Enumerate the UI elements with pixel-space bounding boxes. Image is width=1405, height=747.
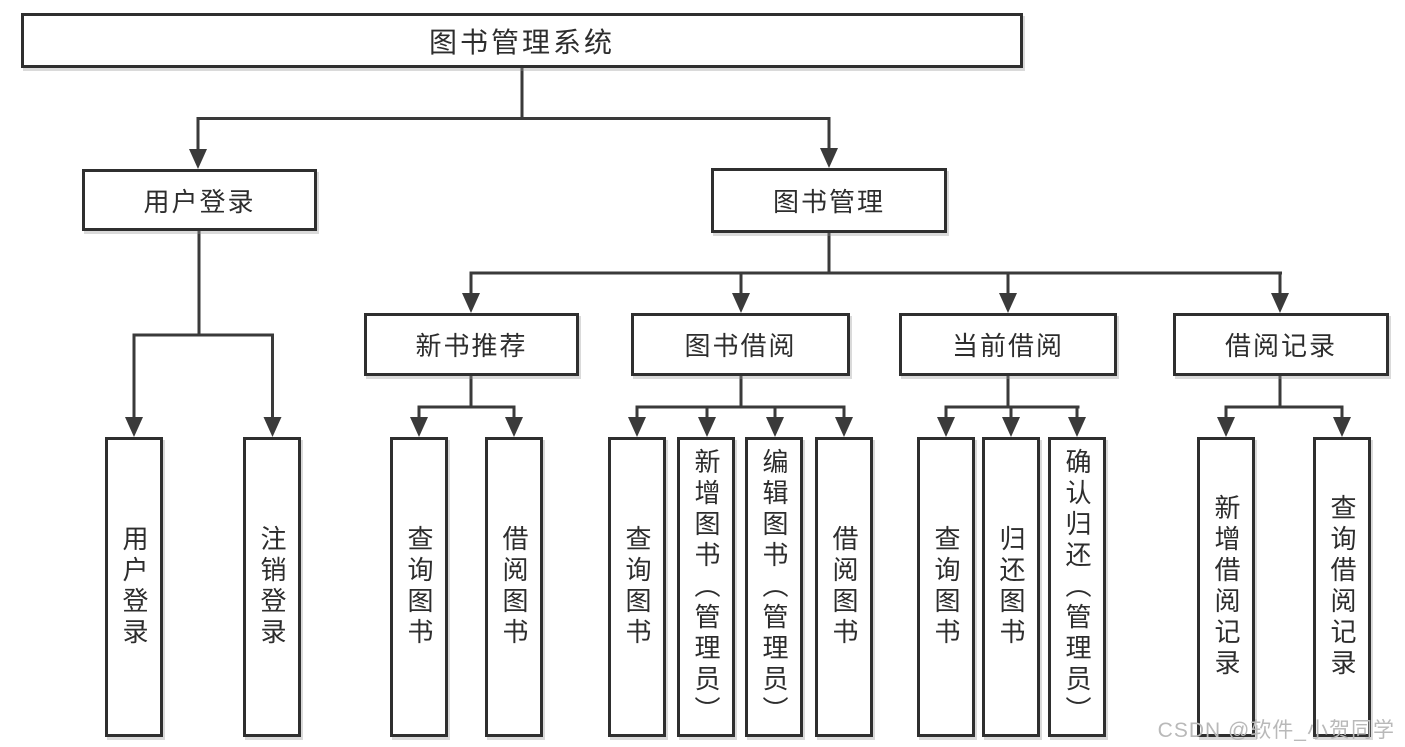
leaf-user-login-label: 用户登录 <box>119 525 149 649</box>
leaf-cb-query-book-label: 查询图书 <box>931 525 961 649</box>
leaf-bb-edit-book: 编辑图书（管理员） <box>745 437 803 737</box>
leaf-cb-query-book: 查询图书 <box>917 437 975 737</box>
leaf-rec-query-book-label: 查询图书 <box>404 525 434 649</box>
leaf-bb-borrow-book: 借阅图书 <box>815 437 873 737</box>
leaf-rec-borrow-book-label: 借阅图书 <box>499 525 529 649</box>
leaf-bb-add-book: 新增图书（管理员） <box>677 437 735 737</box>
leaf-bb-query-book-label: 查询图书 <box>622 525 652 649</box>
node-book-mgmt-label: 图书管理 <box>772 187 885 217</box>
leaf-br-add-record: 新增借阅记录 <box>1197 437 1255 737</box>
node-root-label: 图书管理系统 <box>428 26 615 58</box>
leaf-bb-add-book-label: 新增图书（管理员） <box>691 447 721 727</box>
user-login-split-connector <box>125 231 282 437</box>
leaf-logout-label: 注销登录 <box>257 525 287 649</box>
node-borrow-record: 借阅记录 <box>1173 313 1389 376</box>
borrow-record-split-connector <box>1217 376 1351 437</box>
leaf-bb-edit-book-label: 编辑图书（管理员） <box>759 447 789 727</box>
node-new-book-rec: 新书推荐 <box>364 313 579 376</box>
leaf-cb-return-book-label: 归还图书 <box>996 525 1026 649</box>
node-current-borrow: 当前借阅 <box>899 313 1117 376</box>
leaf-br-query-record-label: 查询借阅记录 <box>1327 494 1357 680</box>
root-split-connector <box>189 68 838 169</box>
current-borrow-split-connector <box>937 376 1086 437</box>
leaf-cb-return-book: 归还图书 <box>982 437 1040 737</box>
leaf-bb-borrow-book-label: 借阅图书 <box>829 525 859 649</box>
book-mgmt-split-connector <box>462 233 1289 313</box>
leaf-rec-query-book: 查询图书 <box>390 437 448 737</box>
leaf-br-add-record-label: 新增借阅记录 <box>1211 494 1241 680</box>
node-borrow-record-label: 借阅记录 <box>1224 331 1337 361</box>
node-book-mgmt: 图书管理 <box>711 168 947 233</box>
leaf-cb-confirm-return: 确认归还（管理员） <box>1048 437 1106 737</box>
node-root: 图书管理系统 <box>21 13 1023 68</box>
new-book-rec-split-connector <box>410 376 523 437</box>
leaf-br-query-record: 查询借阅记录 <box>1313 437 1371 737</box>
node-book-borrow: 图书借阅 <box>631 313 850 376</box>
csdn-watermark: CSDN @软件_小贺同学 <box>1157 719 1395 742</box>
node-new-book-rec-label: 新书推荐 <box>415 331 528 361</box>
node-book-borrow-label: 图书借阅 <box>684 331 797 361</box>
leaf-logout: 注销登录 <box>243 437 301 737</box>
leaf-bb-query-book: 查询图书 <box>608 437 666 737</box>
node-current-borrow-label: 当前借阅 <box>951 331 1064 361</box>
book-borrow-split-connector <box>628 376 853 437</box>
leaf-cb-confirm-return-label: 确认归还（管理员） <box>1062 447 1092 727</box>
leaf-rec-borrow-book: 借阅图书 <box>485 437 543 737</box>
node-user-login-label: 用户登录 <box>143 186 256 217</box>
node-user-login: 用户登录 <box>82 169 317 231</box>
leaf-user-login: 用户登录 <box>105 437 163 737</box>
